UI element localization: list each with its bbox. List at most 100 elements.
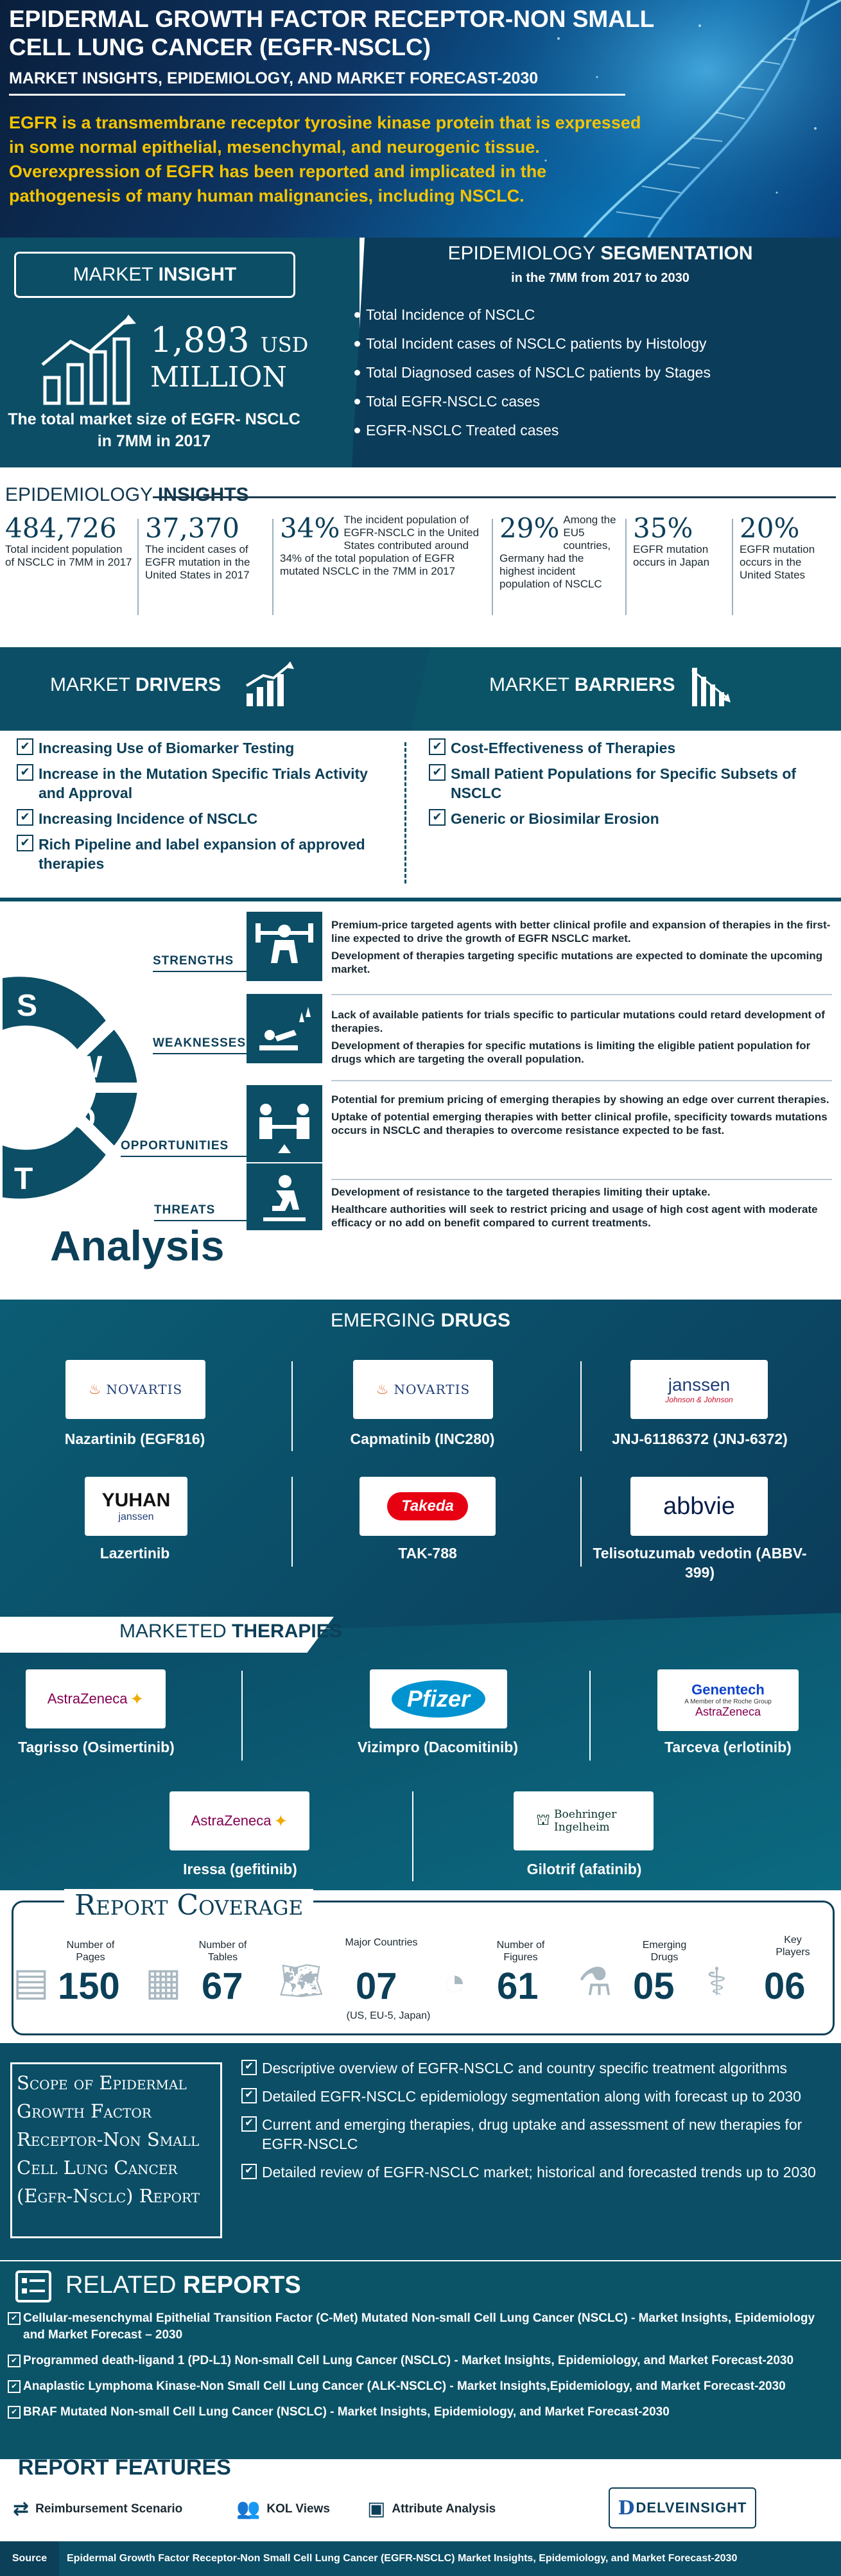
heading-bold: SEGMENTATION — [600, 243, 753, 264]
section-divider-band — [0, 898, 841, 901]
divider — [412, 1791, 413, 1881]
drug-name: Capmatinib (INC280) — [350, 1431, 495, 1447]
heading-bold: THERAPIES — [232, 1621, 342, 1642]
stat-text: The incident population of EGFR-NSCLC in… — [280, 514, 480, 577]
related-report-link[interactable]: Cellular-mesenchymal Epithelial Transiti… — [8, 2310, 836, 2344]
epidemiology-segmentation-panel — [352, 238, 841, 467]
world-map-icon: 🗺 — [279, 1960, 325, 2001]
scope-item: Descriptive overview of EGFR-NSCLC and c… — [241, 2058, 832, 2078]
genentech-astrazeneca-logo: Genentech A Member of the Roche Group As… — [657, 1669, 799, 1731]
stat-text: EGFR mutation occurs in the United State… — [740, 543, 815, 581]
weakness-point: Development of therapies for specific mu… — [331, 1040, 811, 1065]
drug-name: Lazertinib — [100, 1545, 170, 1562]
reimbursement-icon: ⇄ — [13, 2498, 30, 2519]
threat-point: Healthcare authorities will seek to rest… — [331, 1203, 818, 1229]
list-item: Total Incident cases of NSCLC patients b… — [354, 329, 829, 358]
yuhan-logo: YUHAN janssen — [85, 1477, 187, 1536]
coverage-figures: ◔ Number of Figures 61 — [443, 1940, 565, 2023]
divider — [580, 1477, 582, 1567]
pfizer-logo: Pfizer — [370, 1669, 507, 1728]
swot-analysis-label: Analysis — [50, 1222, 225, 1269]
weakness-point: Lack of available patients for trials sp… — [331, 1009, 825, 1034]
footer-source-text: Epidermal Growth Factor Receptor-Non Sma… — [67, 2553, 738, 2564]
epi-insights-heading: EPIDEMIOLOGY INSIGHTS — [5, 484, 249, 506]
divider — [732, 519, 733, 615]
opportunity-point: Uptake of potential emerging therapies w… — [331, 1111, 828, 1136]
epi-segmentation-subtitle: in the 7MM from 2017 to 2030 — [511, 271, 689, 285]
weaknesses-rule — [153, 1053, 247, 1054]
barrier-item: Small Patient Populations for Specific S… — [429, 764, 827, 803]
market-size-value: 1,893 USD — [150, 321, 308, 364]
drivers-barriers-divider — [404, 742, 406, 883]
driver-item: Increasing Incidence of NSCLC — [17, 809, 395, 828]
epi-stat-us-share: 34% The incident population of EGFR-NSCL… — [280, 514, 485, 620]
coverage-label: Emerging Drugs — [642, 1940, 687, 1963]
report-subtitle: MARKET INSIGHTS, EPIDEMIOLOGY, AND MARKE… — [9, 69, 539, 87]
boehringer-symbol-icon: ⛫ — [535, 1811, 551, 1829]
stat-value: 34% — [280, 512, 340, 544]
subtitle-divider — [9, 94, 625, 96]
heading-light: MARKET — [489, 674, 569, 695]
novartis-logo: ♨ NOVARTIS — [353, 1360, 493, 1419]
logo-subtext: Johnson & Johnson — [665, 1395, 733, 1404]
divider — [241, 1671, 243, 1761]
logo-text: abbvie — [663, 1492, 735, 1520]
related-report-link[interactable]: Programmed death-ligand 1 (PD-L1) Non-sm… — [8, 2353, 836, 2369]
related-report-link[interactable]: BRAF Mutated Non-small Cell Lung Cancer … — [8, 2404, 836, 2421]
marketed-therapies-panel — [0, 1613, 841, 1890]
epi-stat-japan: 35% EGFR mutation occurs in Japan — [633, 514, 728, 620]
feature-attribute-analysis: ▣ Attribute Analysis — [367, 2498, 496, 2520]
stat-value: 35% — [633, 512, 693, 544]
coverage-value: 06 — [764, 1965, 806, 2007]
scope-title: Scope of Epidermal Growth Factor Recepto… — [17, 2072, 200, 2207]
feature-reimbursement: ⇄ Reimbursement Scenario — [13, 2498, 182, 2520]
heading-light: MARKETED — [119, 1621, 227, 1642]
divider — [272, 519, 273, 615]
logo-text: Takeda — [387, 1492, 468, 1520]
scope-list: Descriptive overview of EGFR-NSCLC and c… — [241, 2058, 832, 2191]
swot-wheel-graphic: S W O T — [0, 971, 143, 1204]
coverage-label: Number of Tables — [198, 1940, 247, 1963]
marketed-therapies-heading: MARKETED THERAPIES — [119, 1621, 342, 1642]
driver-item: Rich Pipeline and label expansion of app… — [17, 835, 395, 873]
stat-value: 29% — [499, 512, 560, 544]
weaknesses-text: Lack of available patients for trials sp… — [331, 1008, 832, 1070]
heading-light: EMERGING — [330, 1310, 436, 1331]
heading-bold: INSIGHT — [158, 264, 237, 285]
epi-segmentation-heading: EPIDEMIOLOGY SEGMENTATION — [360, 243, 841, 265]
logo-text: Genentech — [691, 1682, 765, 1698]
therapy-name: Tarceva (erlotinib) — [664, 1739, 792, 1755]
feature-label: Attribute Analysis — [392, 2502, 496, 2516]
stat-text: Among the EU5 countries, Germany had the… — [499, 514, 616, 590]
janssen-logo: janssen Johnson & Johnson — [630, 1360, 768, 1419]
therapy-name: Tagrisso (Osimertinib) — [18, 1739, 175, 1755]
coverage-label: Key Players — [776, 1935, 810, 1958]
threats-rule — [154, 1220, 247, 1221]
falling-bars-icon — [691, 668, 731, 706]
strengths-text: Premium-price targeted agents with bette… — [331, 918, 832, 980]
related-report-link[interactable]: Anaplastic Lymphoma Kinase-Non Small Cel… — [8, 2378, 836, 2395]
footer — [0, 2541, 841, 2576]
scope-item: Current and emerging therapies, drug upt… — [241, 2115, 832, 2154]
coverage-label: Number of Pages — [66, 1940, 115, 1963]
market-size-currency: USD — [260, 333, 309, 357]
report-features-heading: REPORT FEATURES — [18, 2455, 231, 2480]
drug-name: JNJ-61186372 (JNJ-6372) — [612, 1431, 788, 1447]
coverage-value: 67 — [202, 1965, 243, 2007]
epi-stat-germany: 29% Among the EU5 countries, Germany had… — [499, 514, 620, 620]
header-banner: Epidermal Growth Factor Receptor-Non Sma… — [0, 0, 841, 238]
coverage-tables: ▦ Number of Tables 67 — [145, 1940, 267, 2023]
drug-name: Telisotuzumab vedotin (ABBV-399) — [593, 1545, 807, 1581]
feature-label: KOL Views — [266, 2502, 330, 2516]
coverage-key-players: ⚕ Key Players 06 — [706, 1935, 828, 2023]
related-reports-heading: RELATED REPORTS — [65, 2272, 301, 2299]
divider — [291, 1477, 293, 1567]
egfr-description: EGFR is a transmembrane receptor tyrosin… — [9, 113, 641, 205]
swot-letter-w: W — [73, 1050, 103, 1084]
opportunities-rule — [121, 1156, 247, 1157]
market-size-number: 1,893 — [150, 320, 250, 360]
feature-label: Reimbursement Scenario — [35, 2502, 183, 2516]
novartis-flame-icon: ♨ — [88, 1381, 101, 1397]
figures-icon: ◔ — [443, 1960, 467, 2003]
astrazeneca-symbol-icon: ✦ — [273, 1811, 288, 1831]
